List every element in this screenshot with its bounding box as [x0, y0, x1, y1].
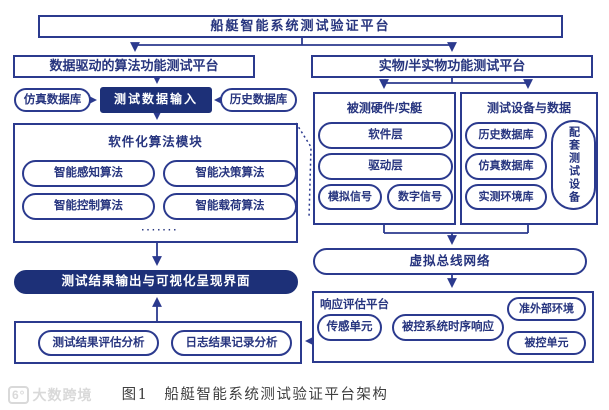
node-controlled-unit: 被控单元 — [507, 331, 586, 355]
decision-algorithm-label: 智能决策算法 — [195, 167, 265, 180]
node-eq-history-database: 历史数据库 — [465, 122, 547, 149]
node-sim-database: 仿真数据库 — [14, 88, 91, 112]
figure-caption: 图1 船艇智能系统测试验证平台架构 — [121, 387, 389, 403]
controlled-unit-label: 被控单元 — [524, 336, 569, 349]
node-quasi-external-environment: 准外部环境 — [507, 297, 586, 321]
measured-env-database-label: 实测环境库 — [478, 190, 534, 203]
node-sensor-unit: 传感单元 — [317, 314, 382, 341]
quasi-external-environment-label: 准外部环境 — [519, 302, 574, 315]
title-box: 船艇智能系统测试验证平台 — [38, 15, 563, 38]
node-measured-env-database: 实测环境库 — [465, 184, 547, 210]
node-payload-algorithm: 智能载荷算法 — [163, 193, 297, 220]
log-record-analysis-label: 日志结果记录分析 — [185, 336, 278, 349]
result-output-ui-label: 测试结果输出与可视化呈现界面 — [61, 274, 251, 289]
hardware-under-test-title: 被测硬件/实艇 — [346, 101, 423, 115]
dotted-software-hardware-link — [295, 122, 312, 219]
watermark-text: 大数跨境 — [32, 387, 93, 403]
node-result-evaluation: 测试结果评估分析 — [38, 330, 159, 356]
eq-history-database-label: 历史数据库 — [478, 129, 534, 142]
title-text: 船艇智能系统测试验证平台 — [210, 18, 391, 34]
node-result-output-ui: 测试结果输出与可视化呈现界面 — [14, 270, 298, 294]
controlled-system-timing-response-label: 被控系统时序响应 — [402, 321, 494, 334]
node-controlled-system-timing-response: 被控系统时序响应 — [392, 314, 504, 341]
left-platform-box: 数据驱动的算法功能测试平台 — [13, 55, 255, 78]
response-evaluation-title: 响应评估平台 — [320, 299, 389, 311]
driver-layer-label: 驱动层 — [368, 160, 403, 173]
node-virtual-bus-network: 虚拟总线网络 — [313, 248, 587, 275]
software-module-title: 软件化算法模块 — [108, 135, 203, 149]
node-analog-signal: 模拟信号 — [318, 184, 382, 210]
virtual-bus-network-label: 虚拟总线网络 — [409, 253, 491, 268]
eq-sim-database-label: 仿真数据库 — [478, 160, 534, 173]
digital-signal-label: 数字信号 — [398, 190, 442, 203]
result-evaluation-label: 测试结果评估分析 — [52, 336, 145, 349]
node-digital-signal: 数字信号 — [387, 184, 453, 210]
sensor-unit-label: 传感单元 — [326, 321, 373, 334]
right-platform-box: 实物/半实物功能测试平台 — [311, 55, 593, 78]
test-equipment-title: 测试设备与数据 — [486, 101, 571, 115]
node-decision-algorithm: 智能决策算法 — [163, 160, 297, 187]
node-test-data-input: 测试数据输入 — [100, 87, 212, 113]
payload-algorithm-label: 智能载荷算法 — [195, 200, 265, 213]
left-platform-label: 数据驱动的算法功能测试平台 — [49, 58, 219, 74]
node-history-database: 历史数据库 — [220, 88, 297, 112]
analog-signal-label: 模拟信号 — [328, 190, 372, 203]
node-control-algorithm: 智能控制算法 — [22, 193, 155, 220]
software-layer-label: 软件层 — [368, 129, 403, 142]
algorithm-ellipsis: ······· — [141, 225, 179, 236]
watermark-logo-icon: 6° — [8, 386, 30, 404]
node-perception-algorithm: 智能感知算法 — [22, 160, 155, 187]
watermark: 6° 大数跨境 — [8, 385, 92, 405]
control-algorithm-label: 智能控制算法 — [54, 200, 123, 213]
node-log-record-analysis: 日志结果记录分析 — [171, 330, 292, 356]
node-driver-layer: 驱动层 — [318, 153, 453, 180]
node-eq-sim-database: 仿真数据库 — [465, 153, 547, 180]
test-data-input-label: 测试数据输入 — [113, 92, 198, 107]
perception-algorithm-label: 智能感知算法 — [54, 167, 123, 180]
support-test-equipment-label: 配套测试设备 — [567, 126, 580, 204]
sim-database-label: 仿真数据库 — [23, 93, 82, 106]
node-support-test-equipment: 配套测试设备 — [551, 120, 596, 210]
node-software-layer: 软件层 — [318, 122, 453, 149]
history-database-label: 历史数据库 — [229, 93, 288, 106]
right-platform-label: 实物/半实物功能测试平台 — [378, 58, 526, 74]
